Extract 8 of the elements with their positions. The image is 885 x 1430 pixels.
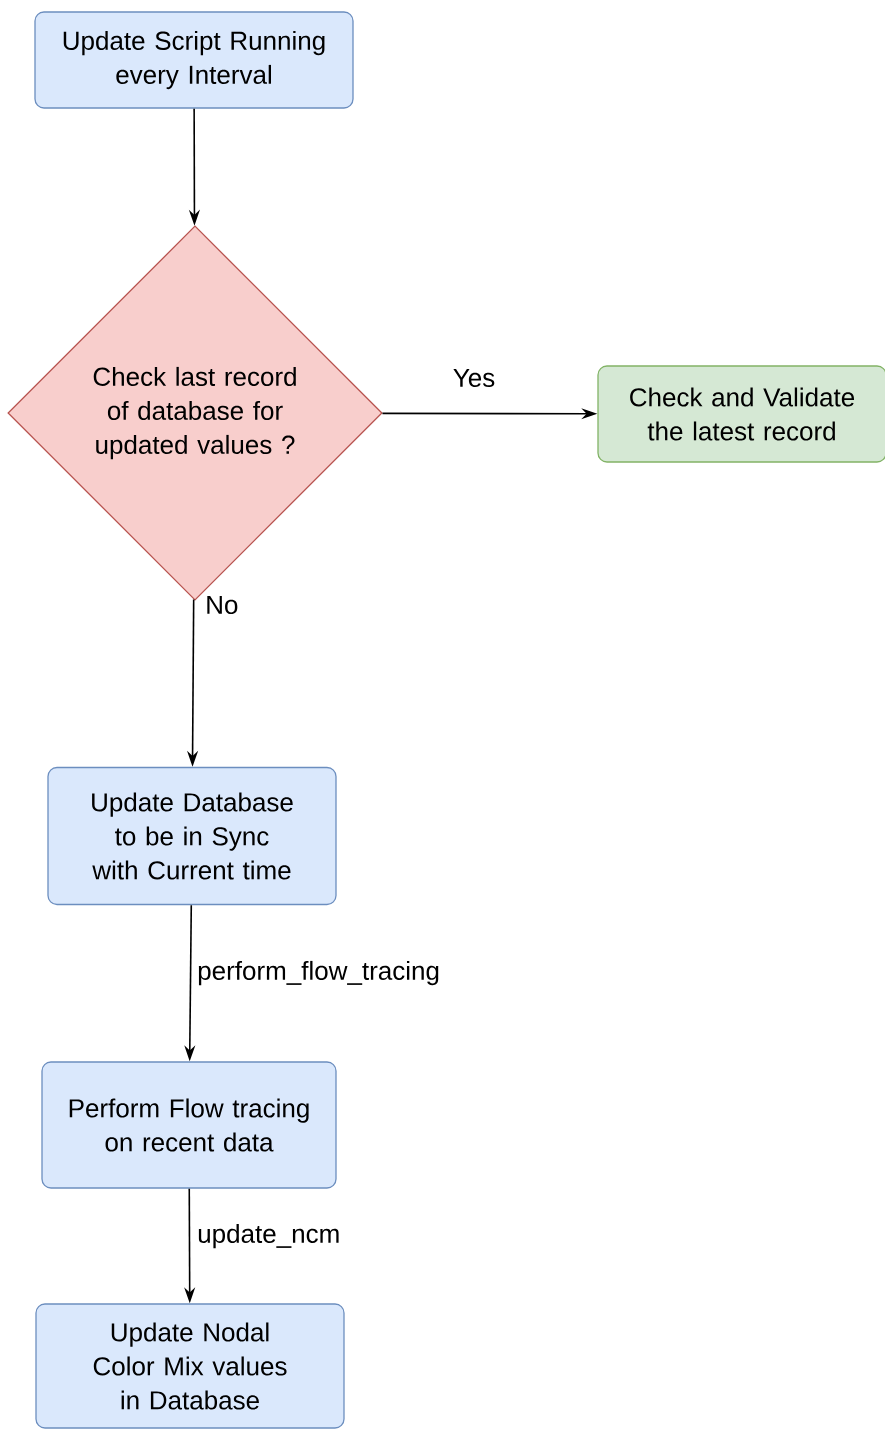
edge-label: perform_flow_tracing [196,959,441,987]
process-box: Update Script Running every Interval [34,11,354,109]
edge-label: update_ncm [196,1222,342,1250]
process-box: Update Database to be in Sync with Current time [47,766,337,906]
edge-label: Yes [451,367,497,389]
process-box: Perform Flow tracing on recent data [41,1061,337,1189]
process-box: Check and Validate the latest record [597,365,885,463]
process-box: Update Nodal Color Mix values in Database [35,1303,345,1429]
